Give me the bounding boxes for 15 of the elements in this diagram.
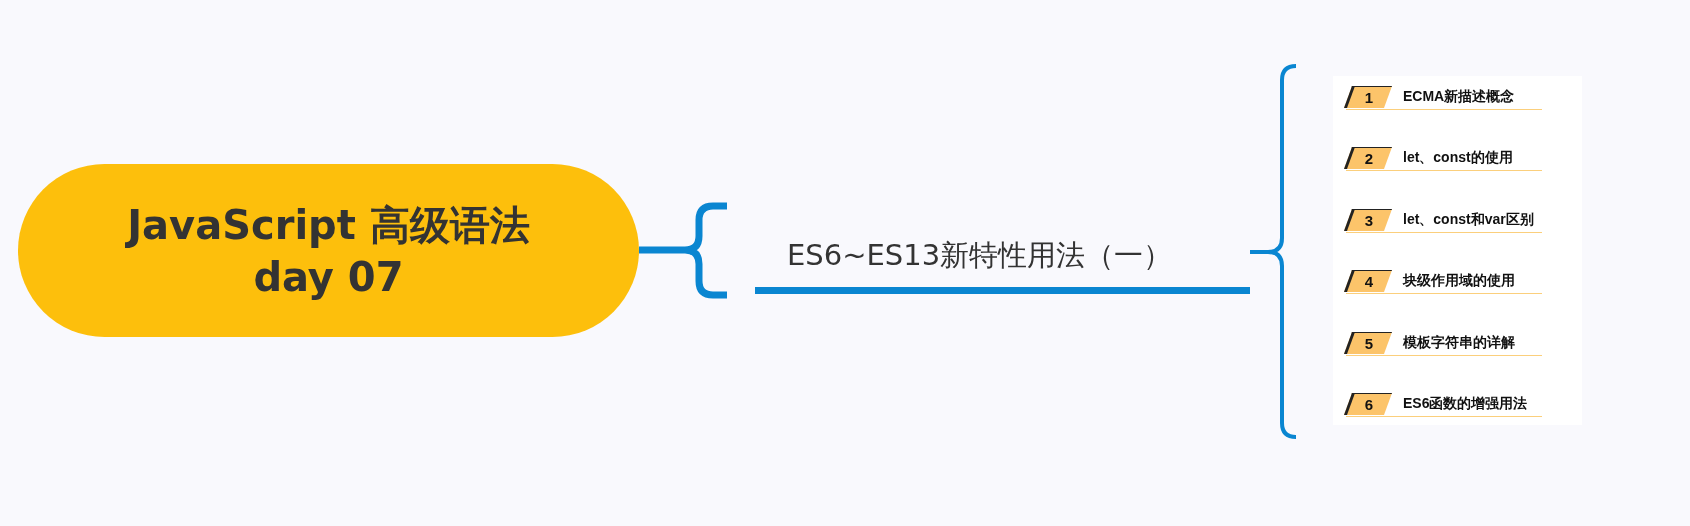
item-text: let、const的使用: [1403, 148, 1513, 167]
number-badge: 4: [1344, 270, 1392, 293]
number-badge: 6: [1344, 392, 1392, 415]
item-text: 块级作用域的使用: [1403, 271, 1515, 290]
item-text: ECMA新描述概念: [1403, 87, 1515, 105]
number-badge: 1: [1344, 86, 1392, 108]
item-text: 模板字符串的详解: [1403, 332, 1515, 351]
number-badge: 3: [1344, 208, 1392, 231]
curly-brace-connector: [1248, 64, 1298, 439]
number-badge: 5: [1344, 331, 1392, 354]
root-title: JavaScript 高级语法 day 07: [124, 200, 531, 302]
item-text: ES6函数的增强用法: [1403, 393, 1528, 412]
number-badge: 2: [1344, 147, 1392, 170]
topic-text: ES6~ES13新特性用法（一）: [787, 237, 1173, 273]
item-text: let、const和var区别: [1403, 209, 1534, 228]
